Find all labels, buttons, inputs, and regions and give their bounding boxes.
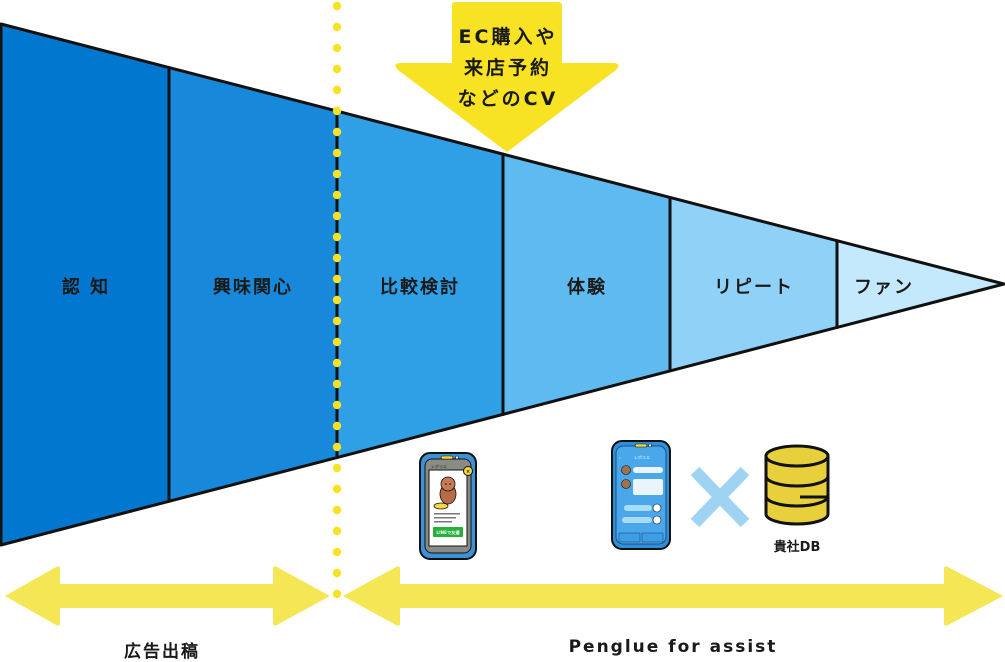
multiply-cross-icon xyxy=(690,466,750,528)
phone2-header-text: レポリエ xyxy=(634,454,650,460)
cv-line-2: 来店予約 xyxy=(463,57,552,79)
stage-label-repeat: リピート xyxy=(714,277,794,298)
divider-dot xyxy=(332,274,342,284)
divider-dot xyxy=(332,463,342,473)
stage-label-consideration: 比較検討 xyxy=(380,277,460,298)
divider-dot xyxy=(332,337,342,347)
divider-dot xyxy=(332,1,342,11)
funnel xyxy=(0,22,1005,547)
penglue-range-label: Penglue for assist xyxy=(568,637,778,657)
cv-down-arrow xyxy=(395,2,619,152)
stage-label-awareness: 認 知 xyxy=(61,277,111,298)
divider-dot xyxy=(332,211,342,221)
penglue-range-double-arrow xyxy=(343,566,1003,626)
divider-dot xyxy=(332,568,342,578)
divider-dot xyxy=(332,526,342,536)
ad-range-label: 広告出稿 xyxy=(124,642,200,662)
divider-dot xyxy=(332,484,342,494)
divider-dot xyxy=(332,379,342,389)
divider-dot xyxy=(332,547,342,557)
divider-dot xyxy=(332,316,342,326)
divider-dot xyxy=(332,505,342,515)
stage-label-experience: 体験 xyxy=(567,277,607,298)
divider-dot xyxy=(332,22,342,32)
cv-line-3: などのCV xyxy=(457,88,559,110)
divider-dot xyxy=(332,148,342,158)
divider-dot xyxy=(332,106,342,116)
divider-dot xyxy=(332,64,342,74)
ad-range-double-arrow xyxy=(5,566,330,626)
divider-dot xyxy=(332,421,342,431)
line-landing-phone-icon: レポリエ × LINEで友達 xyxy=(419,452,477,560)
divider-dot xyxy=(332,295,342,305)
stage-label-interest: 興味関心 xyxy=(213,277,293,298)
divider-dot xyxy=(332,127,342,137)
divider-dot xyxy=(332,253,342,263)
stage-label-fan: ファン xyxy=(854,277,914,298)
divider-dot xyxy=(332,442,342,452)
database-icon xyxy=(764,444,830,526)
divider-dot xyxy=(332,169,342,179)
svg-text:‹: ‹ xyxy=(619,455,621,460)
funnel-segment-fan xyxy=(835,239,1005,329)
phone1-header-text: レポリエ xyxy=(431,463,447,469)
chat-phone-icon: レポリエ ‹ xyxy=(611,440,671,550)
phone1-line-button-text: LINEで友達 xyxy=(436,529,460,536)
cv-line-1: EC購入や xyxy=(458,26,558,48)
divider-dot xyxy=(332,190,342,200)
divider-dot xyxy=(332,85,342,95)
divider-dot xyxy=(332,43,342,53)
divider-dot xyxy=(332,400,342,410)
dotted-divider xyxy=(332,1,342,599)
database-label: 貴社DB xyxy=(773,540,821,555)
svg-text:×: × xyxy=(466,469,470,475)
divider-dot xyxy=(332,358,342,368)
divider-dot xyxy=(332,589,342,599)
cv-arrow-text: EC購入や 来店予約 などのCV xyxy=(433,22,583,115)
divider-dot xyxy=(332,232,342,242)
